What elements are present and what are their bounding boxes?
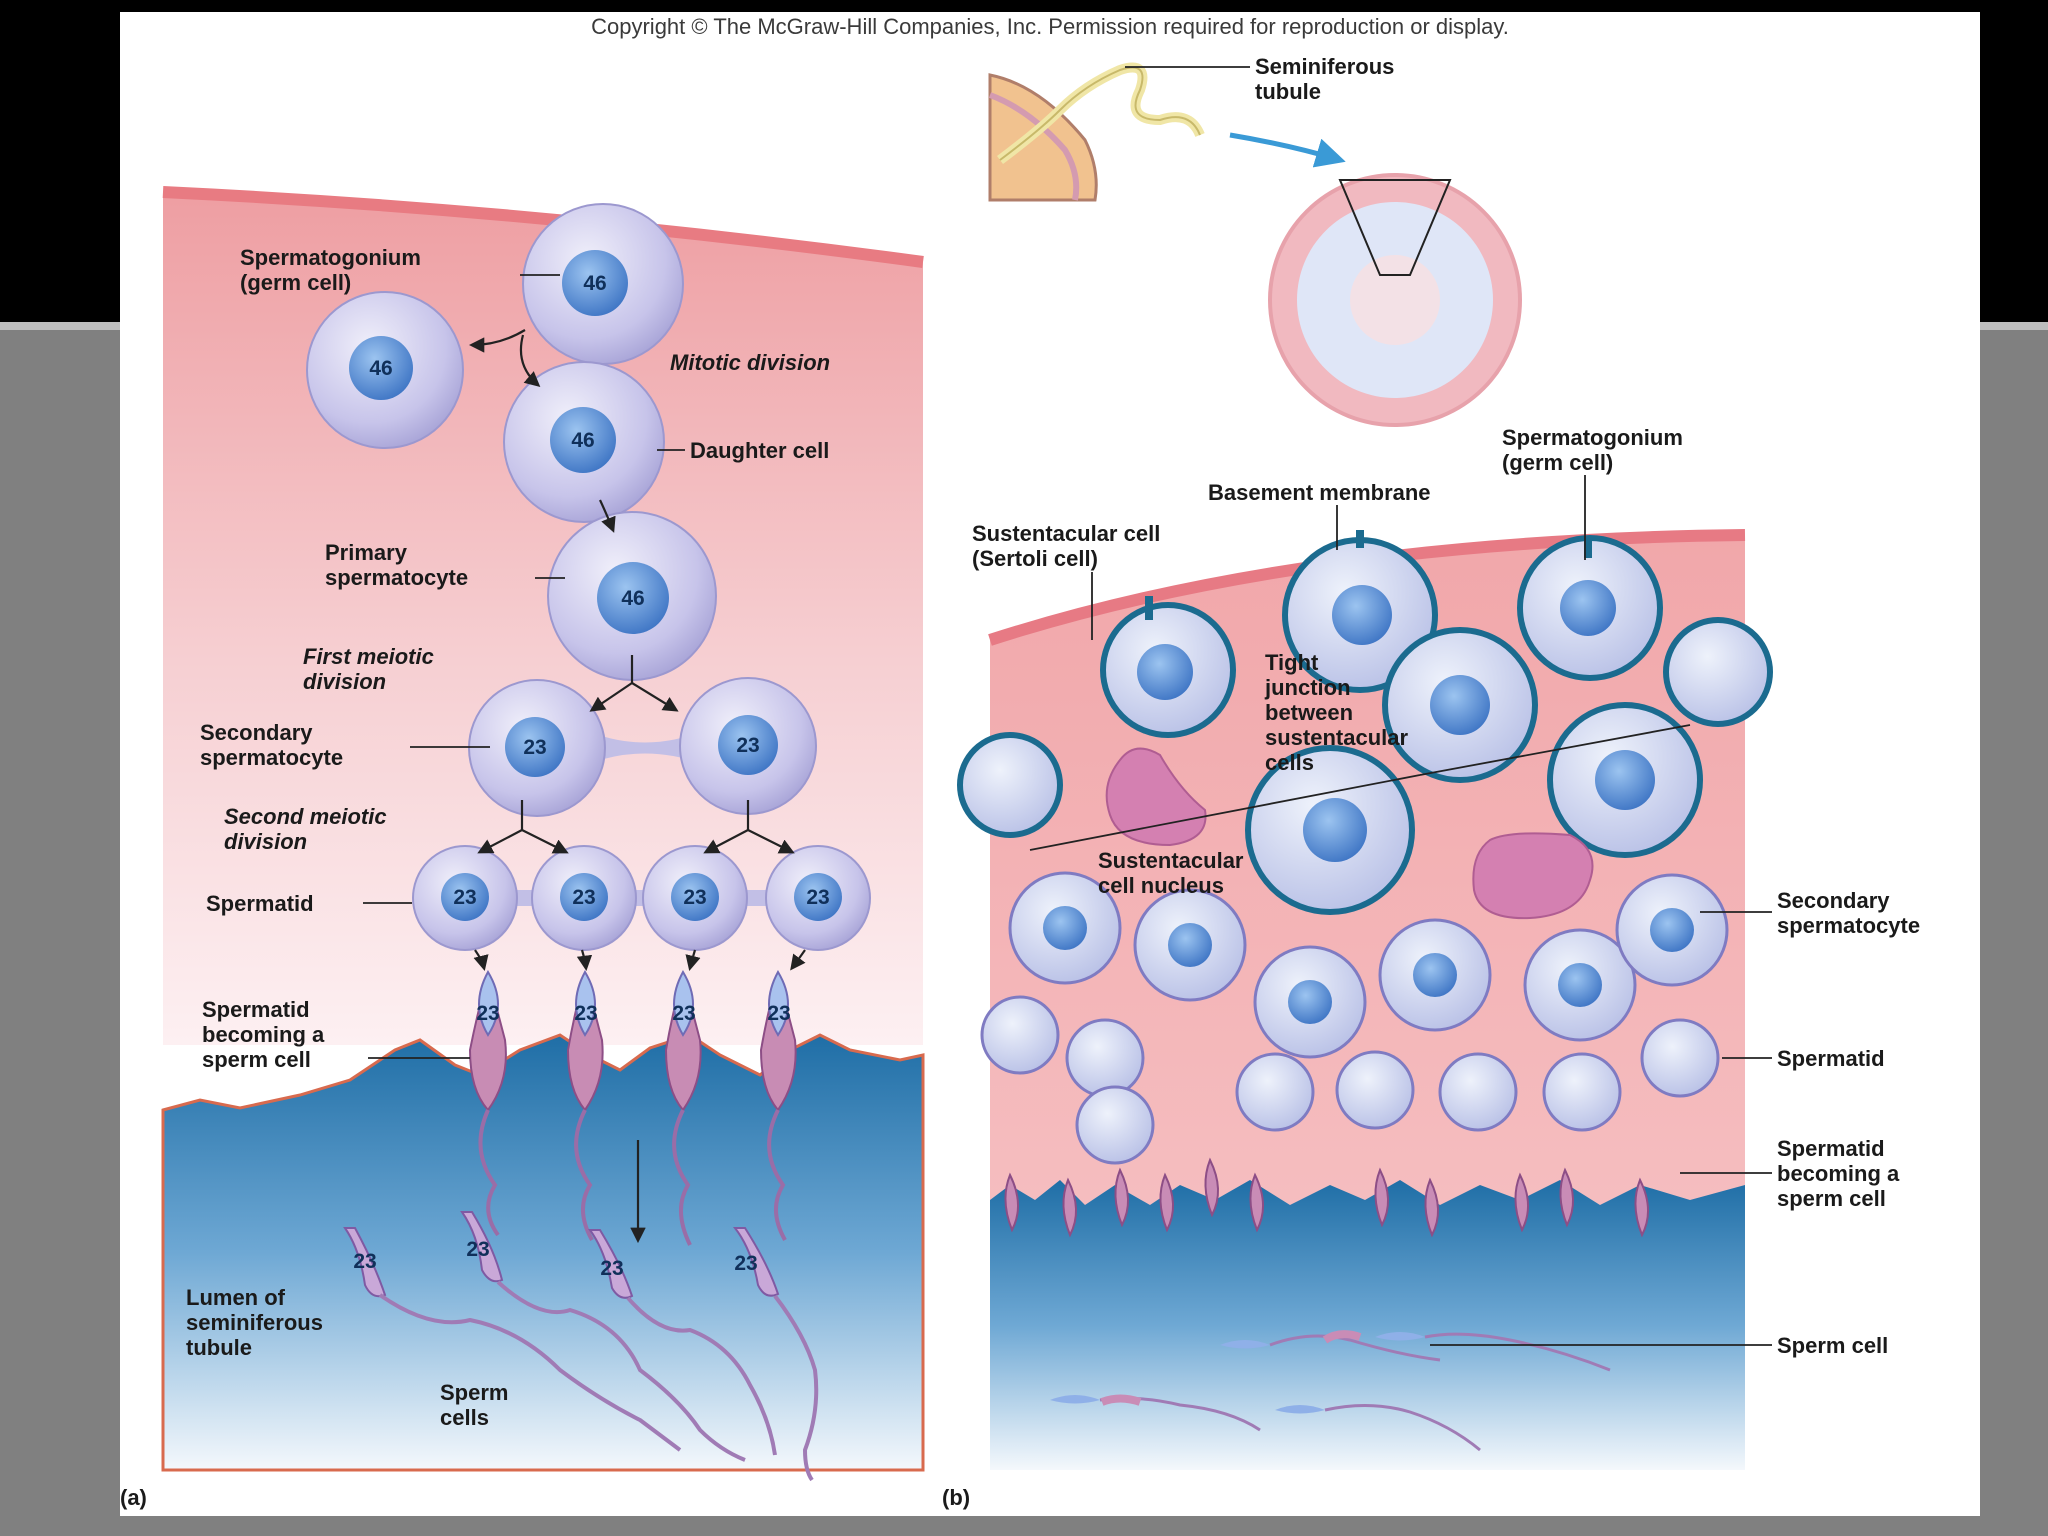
svg-text:23: 23 xyxy=(574,1002,597,1025)
label-becoming-sperm-b: Spermatid xyxy=(1777,1136,1885,1161)
svg-text:23: 23 xyxy=(734,1252,757,1275)
panel-a-lumen xyxy=(161,1033,925,1472)
svg-text:cell nucleus: cell nucleus xyxy=(1098,873,1224,898)
label-spermatid-a: Spermatid xyxy=(206,891,314,916)
label-secondary-spermatocyte-a: Secondary xyxy=(200,720,313,745)
svg-text:23: 23 xyxy=(806,886,829,909)
svg-text:23: 23 xyxy=(353,1250,376,1273)
svg-text:spermatocyte: spermatocyte xyxy=(1777,913,1920,938)
svg-text:becoming a: becoming a xyxy=(1777,1161,1900,1186)
label-daughter-cell: Daughter cell xyxy=(690,438,829,463)
tubule-inset xyxy=(988,62,1522,427)
svg-text:becoming a: becoming a xyxy=(202,1022,325,1047)
sperm-cells-b xyxy=(1050,1330,1611,1452)
label-first-meiotic: First meiotic xyxy=(303,644,434,669)
svg-text:23: 23 xyxy=(523,736,546,759)
svg-text:sustentacular: sustentacular xyxy=(1265,725,1408,750)
label-mitotic-division: Mitotic division xyxy=(670,350,830,375)
svg-text:sperm cell: sperm cell xyxy=(1777,1186,1886,1211)
svg-text:division: division xyxy=(303,669,386,694)
svg-text:cells: cells xyxy=(1265,750,1314,775)
svg-text:46: 46 xyxy=(621,587,644,610)
svg-text:23: 23 xyxy=(767,1002,790,1025)
panel-b-tag: (b) xyxy=(942,1485,970,1510)
svg-text:23: 23 xyxy=(453,886,476,909)
svg-text:23: 23 xyxy=(672,1002,695,1025)
spermatids-becoming-sperm-b xyxy=(1004,1157,1649,1238)
label-spermatogonium-b: Spermatogonium xyxy=(1502,425,1683,450)
label-basement-membrane: Basement membrane xyxy=(1208,480,1431,505)
germ-cells-basal xyxy=(957,530,1773,915)
svg-text:23: 23 xyxy=(572,886,595,909)
label-secondary-spermatocyte-b: Secondary xyxy=(1777,888,1890,913)
svg-text:tubule: tubule xyxy=(186,1335,252,1360)
svg-text:tubule: tubule xyxy=(1255,79,1321,104)
label-becoming-sperm-a: Spermatid xyxy=(202,997,310,1022)
label-spermatogonium: Spermatogonium xyxy=(240,245,421,270)
panel-b: Seminiferous tubule Spermatogonium (germ… xyxy=(942,54,1920,1510)
svg-text:between: between xyxy=(1265,700,1353,725)
label-sperm-cells: Sperm xyxy=(440,1380,508,1405)
label-spermatid-b: Spermatid xyxy=(1777,1046,1885,1071)
label-second-meiotic: Second meiotic xyxy=(224,804,387,829)
svg-text:46: 46 xyxy=(583,272,606,295)
svg-text:spermatocyte: spermatocyte xyxy=(325,565,468,590)
panel-a-leaders xyxy=(363,274,685,1059)
sperm-cells-free: 23 23 23 23 xyxy=(343,1211,819,1482)
label-lumen: Lumen of xyxy=(186,1285,286,1310)
secondary-spermatocytes-b xyxy=(1008,871,1729,1059)
label-primary-spermatocyte: Primary xyxy=(325,540,408,565)
label-sustentacular-cell: Sustentacular cell xyxy=(972,521,1160,546)
svg-text:junction: junction xyxy=(1264,675,1351,700)
svg-text:cells: cells xyxy=(440,1405,489,1430)
svg-text:23: 23 xyxy=(600,1257,623,1280)
sustentacular-nucleus-2 xyxy=(1472,832,1594,920)
panel-a-tag: (a) xyxy=(120,1485,147,1510)
panel-b-leaders xyxy=(1029,475,1772,1346)
svg-text:46: 46 xyxy=(369,357,392,380)
svg-text:division: division xyxy=(224,829,307,854)
svg-text:23: 23 xyxy=(736,734,759,757)
svg-text:23: 23 xyxy=(466,1238,489,1261)
panel-a: 46 46 46 46 23 23 23 23 23 23 xyxy=(120,186,925,1510)
svg-text:(Sertoli cell): (Sertoli cell) xyxy=(972,546,1098,571)
svg-text:23: 23 xyxy=(476,1002,499,1025)
svg-text:spermatocyte: spermatocyte xyxy=(200,745,343,770)
developing-sperm-group: 23 23 23 23 xyxy=(468,969,797,1246)
panel-b-lumen xyxy=(990,1180,1745,1470)
panel-a-arrows xyxy=(468,329,806,1244)
label-sperm-cell-b: Sperm cell xyxy=(1777,1333,1888,1358)
label-tight-junction: Tight xyxy=(1265,650,1319,675)
copyright-line: Copyright © The McGraw-Hill Companies, I… xyxy=(591,14,1509,39)
spermatids-b xyxy=(980,995,1720,1165)
label-sustentacular-nucleus: Sustentacular xyxy=(1098,848,1244,873)
svg-text:23: 23 xyxy=(683,886,706,909)
svg-text:seminiferous: seminiferous xyxy=(186,1310,323,1335)
label-seminiferous-tubule: Seminiferous xyxy=(1255,54,1394,79)
svg-text:46: 46 xyxy=(571,429,594,452)
svg-text:(germ cell): (germ cell) xyxy=(240,270,351,295)
svg-text:sperm cell: sperm cell xyxy=(202,1047,311,1072)
svg-text:(germ cell): (germ cell) xyxy=(1502,450,1613,475)
